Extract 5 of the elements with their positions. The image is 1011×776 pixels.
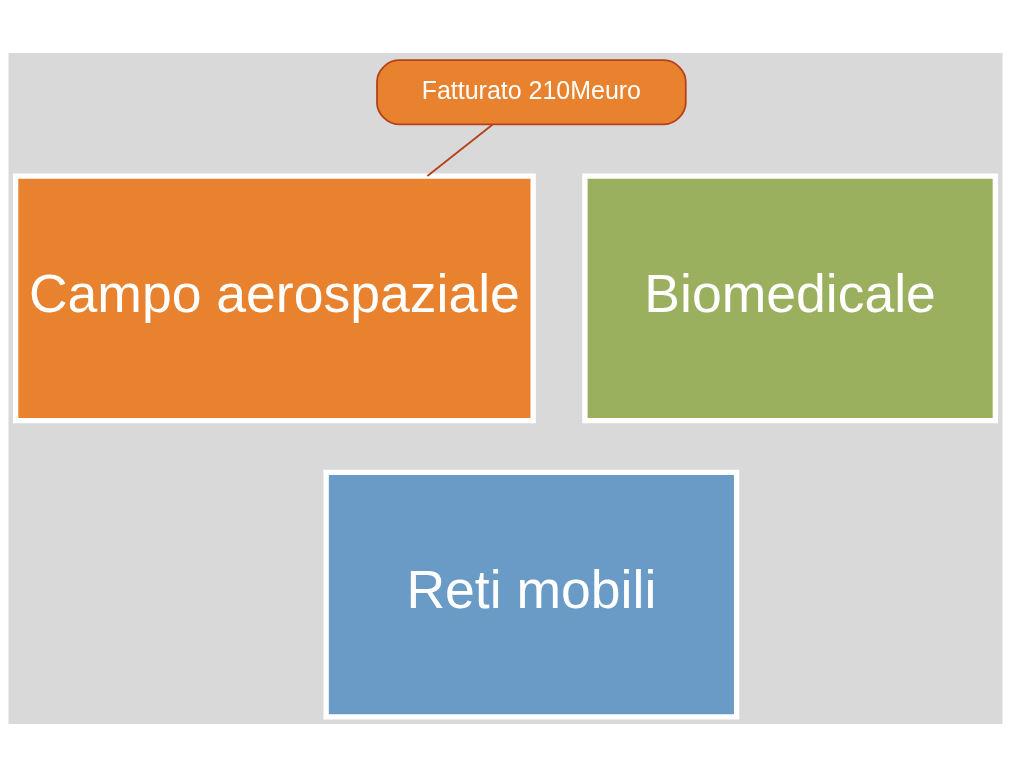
connector: [426, 123, 494, 177]
node-box: Reti mobili: [323, 469, 740, 720]
node-box: Campo aerospaziale: [12, 172, 536, 423]
node-box: Biomedicale: [582, 172, 999, 423]
node-box: Fatturato 210Meuro: [376, 58, 687, 125]
